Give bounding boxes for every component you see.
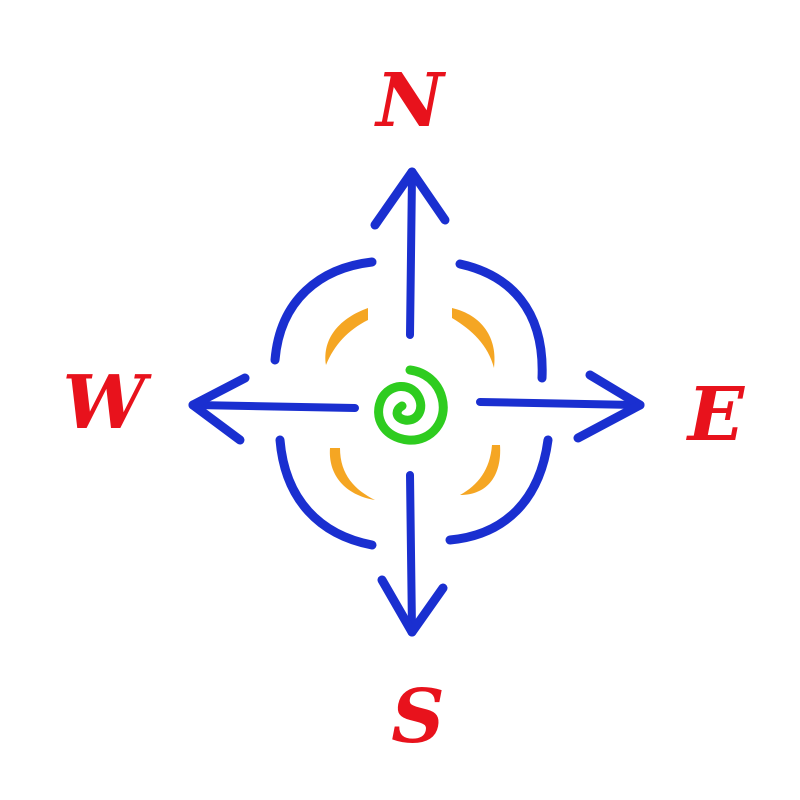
arrow-icon-west — [188, 373, 359, 445]
ring-arc-icon-sw — [275, 435, 377, 550]
compass-label-south: S — [391, 674, 444, 760]
ring-arc-icon-nw — [270, 257, 377, 365]
ring-arc-icon-ne — [455, 259, 547, 383]
compass-label-north: N — [374, 58, 446, 144]
spiral-icon — [374, 365, 448, 445]
ring-arcs — [270, 257, 553, 550]
compass-label-west: W — [62, 360, 152, 446]
arrow-icon-east — [476, 370, 645, 443]
petals — [325, 308, 501, 500]
arrow-icon-south — [377, 471, 448, 637]
compass-arrows — [188, 167, 645, 637]
crescent-icon-sw — [329, 448, 375, 500]
ring-arc-icon-se — [445, 435, 553, 545]
crescent-icon-se — [460, 445, 501, 495]
crescent-icon-nw — [325, 308, 368, 365]
compass-label-east: E — [686, 372, 746, 458]
arrow-icon-north — [370, 167, 450, 339]
crescent-icon-ne — [452, 308, 495, 368]
